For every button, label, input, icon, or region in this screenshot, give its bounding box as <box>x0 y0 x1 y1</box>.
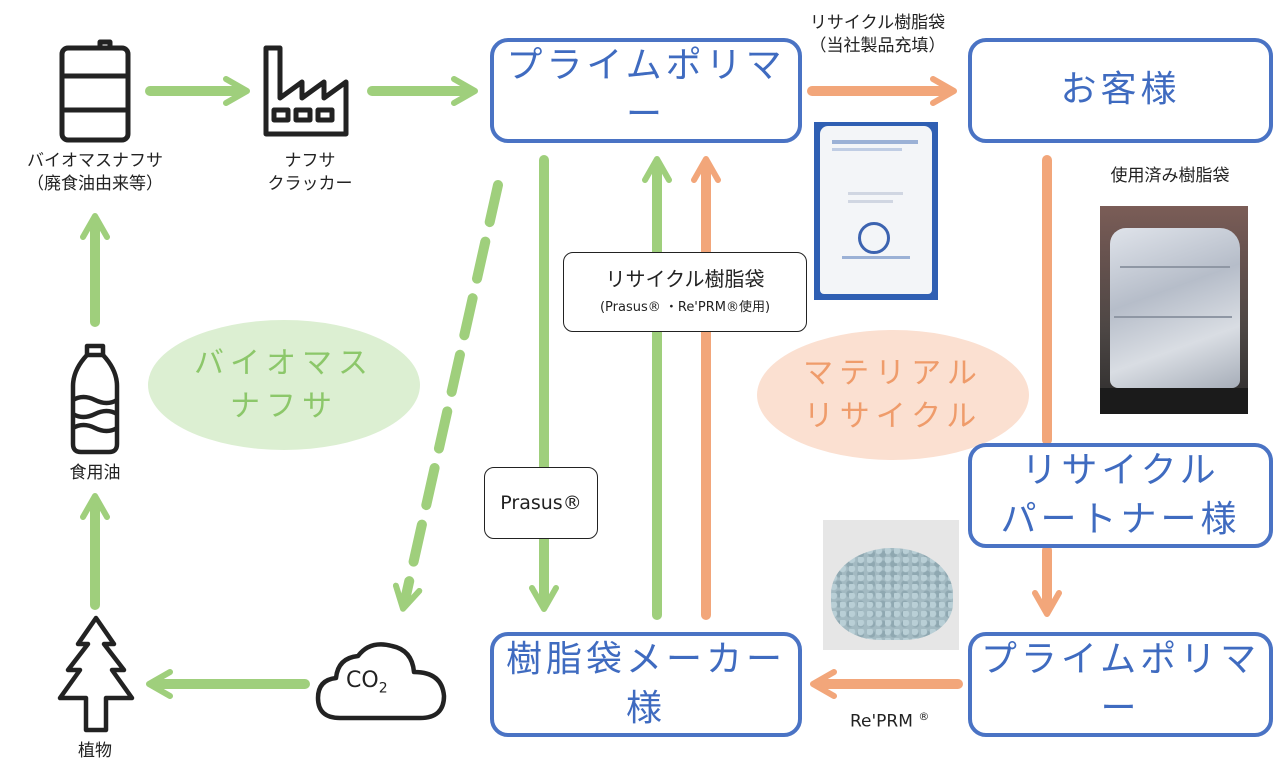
used-bag-label: 使用済み樹脂袋 <box>1110 166 1230 186</box>
material-recycle-circle: マテリアル リサイクル <box>757 330 1029 460</box>
factory-icon <box>263 45 349 137</box>
material-label-1: マテリアル <box>803 355 983 391</box>
reprm-label: Re'PRM ® <box>850 710 929 732</box>
used-bag-photo <box>1100 206 1248 414</box>
co2-subscript: 2 <box>378 680 388 697</box>
tree-icon <box>57 615 135 733</box>
customer-box: お客様 <box>968 38 1273 143</box>
partner-label-2: パートナー様 <box>1000 498 1241 540</box>
biomass-label-1: バイオマス <box>194 345 374 381</box>
reprm-mark: ® <box>918 710 930 723</box>
pellets-photo <box>823 520 959 650</box>
oil-label: 食用油 <box>69 463 121 483</box>
prime-polymer-bottom-box: プライムポリマー <box>968 632 1273 737</box>
naphtha-label-1: バイオマスナフサ <box>27 151 163 171</box>
partner-label-1: リサイクル <box>1021 449 1220 491</box>
naphtha-label-2: （廃食油由来等） <box>27 173 163 194</box>
naphtha-cracker-label: ナフサ クラッカー <box>255 150 365 196</box>
prasus-tag: Prasus® <box>484 467 598 539</box>
recycled-bag-tag: リサイクル樹脂袋 (Prasus® ・Re'PRM®使用) <box>563 252 807 332</box>
maker-label: 樹脂袋メーカー様 <box>505 638 786 729</box>
cloud-icon <box>315 642 447 721</box>
prasus-tag-label: Prasus® <box>500 492 582 514</box>
prime-polymer-top-box: プライムポリマー <box>490 38 802 143</box>
cracker-label-2: クラッカー <box>267 173 353 194</box>
recycled-bag-label-2: （当社製品充填） <box>809 35 946 56</box>
co2-text: CO <box>346 668 379 693</box>
co2-label: CO2 <box>346 668 388 696</box>
bag-maker-box: 樹脂袋メーカー様 <box>490 632 802 737</box>
recycled-bag-top-label: リサイクル樹脂袋 （当社製品充填） <box>790 12 965 58</box>
arrow-prime-to-co2 <box>392 180 503 612</box>
prime-bottom-label: プライムポリマー <box>980 638 1261 729</box>
drum-icon <box>59 39 131 143</box>
biomass-naphtha-circle: バイオマス ナフサ <box>148 320 420 450</box>
product-bag-photo <box>814 122 938 300</box>
reprm-text: Re'PRM <box>850 711 913 732</box>
recycled-bag-label-1: リサイクル樹脂袋 <box>809 13 946 33</box>
prime-top-label: プライムポリマー <box>506 44 786 135</box>
bottle-icon <box>70 343 120 455</box>
biomass-label-2: ナフサ <box>230 389 338 424</box>
recycled-bag-tag-sub: (Prasus® ・Re'PRM®使用) <box>599 300 771 315</box>
cracker-label-1: ナフサ <box>284 151 336 171</box>
customer-label: お客様 <box>1060 69 1181 111</box>
recycled-bag-tag-title: リサイクル樹脂袋 <box>605 267 765 291</box>
biomass-naphtha-label: バイオマスナフサ （廃食油由来等） <box>5 150 185 196</box>
recycle-partner-box: リサイクル パートナー様 <box>968 443 1273 548</box>
plant-label: 植物 <box>78 741 112 761</box>
material-label-2: リサイクル <box>803 399 983 434</box>
